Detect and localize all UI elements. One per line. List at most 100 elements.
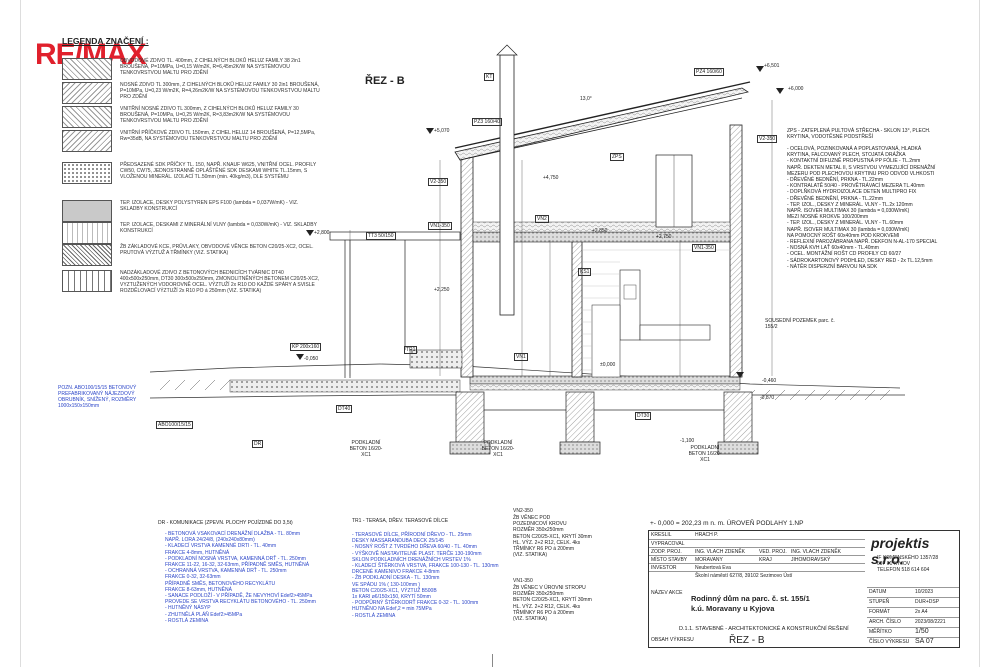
meta-value: 2023/08/2221 xyxy=(915,619,946,625)
note-line: TELEFON 518 614 604 xyxy=(877,567,930,573)
legend-swatch xyxy=(62,270,112,292)
meta-value: 1/50 xyxy=(915,628,929,635)
legend-text: TEP. IZOLACE, DESKAMI Z MINERÁLNÍ VLNY (… xyxy=(120,222,317,234)
level-eave: +6,000 xyxy=(788,86,804,92)
note-line: IF KOMENSKÉHO 1357/28 xyxy=(877,555,939,561)
label-dr: DR xyxy=(252,440,264,448)
note-line: - ZHUTNĚLÁ PLÁŇ Edef2>45MPa xyxy=(165,611,243,618)
neighbour-label: SOUSEDNÍ POZEMEK parc. č. 155/2 xyxy=(765,318,835,330)
note-line: PROVEDE SE VRSTVA RECYKLÁTU BETONOVÉHO -… xyxy=(165,599,316,606)
note-line: FRAKCE 4-8mm, HUTNĚNÁ xyxy=(165,549,230,556)
legend-swatch xyxy=(62,222,112,244)
tr1-note-title: TR1 - TERASA, DŘEV. TERASOVÉ DÍLCE xyxy=(352,518,449,524)
level-pergola: +2,800 xyxy=(314,230,330,236)
label-tr1: TR1 xyxy=(404,346,418,354)
legend-text: NADZÁKLADOVÉ ZDIVO Z BETONOVÝCH BEDNICÍC… xyxy=(120,270,320,294)
level-footing: -0,870 xyxy=(760,395,775,401)
meta-label: DATUM xyxy=(869,589,887,595)
label-kt: KT xyxy=(484,73,495,81)
foundation-label-2: PODKLADNÍ BETON 16/20-XC1 xyxy=(481,440,515,458)
note-line: ROZMĚR 350x250mm xyxy=(513,591,564,598)
note-line: VE SPÁDU 1% ( 130-100mm ) xyxy=(352,581,421,588)
note-line: - SÁDROKARTONOVÝ PODHLED, DESKY RED - 2x… xyxy=(787,257,933,264)
title-block-label: VYPRACOVAL xyxy=(651,541,685,547)
meta-label: FORMÁT xyxy=(869,609,891,615)
label-v2-right: V2-350 xyxy=(757,135,778,143)
note-line: 697 01 KYJOV xyxy=(877,561,911,567)
floor-insulation xyxy=(469,383,741,391)
dr-note-title: DR - KOMUNIKACE (ZPEVN. PLOCHY POJÍZDNÉ … xyxy=(158,520,293,526)
note-line: NAPŘ. DEKTEN METAL II, S VRSTVOU VYMEZUJ… xyxy=(787,164,936,171)
meta-row: DATUM 10/2023 xyxy=(867,587,959,595)
legend-text: VNITŘNÍ NOSNÉ ZDIVO TL 300mm, Z CIHELNÝC… xyxy=(120,106,299,124)
meta-value: DUR+DSP xyxy=(915,599,940,605)
legend-swatch xyxy=(62,106,112,128)
title-block-value: MORAVANY xyxy=(695,557,723,563)
note-line: ROZMĚR 350x250mm xyxy=(513,527,564,534)
level-slab: +2,750 xyxy=(656,234,672,240)
note-line: - ŽB PODKLADNÍ DESKA - TL. 130mm xyxy=(352,575,440,582)
level-markers xyxy=(296,66,784,378)
note-line: FRAKCE 0-32, 32-63mm xyxy=(165,574,221,581)
note-line: HL. VÝZ. 2+2 R12, CELK. 4ks xyxy=(513,539,581,546)
level-upper: +4,750 xyxy=(543,175,559,181)
note-line: BETON C20/25-XC1, KRYTÍ 30mm xyxy=(513,597,592,604)
note-line: - KLADECÍ ŠTĚRKOVÁ VRSTVA, FRAKCE 100-13… xyxy=(352,563,499,570)
label-vn1-right: VN1-350 xyxy=(692,244,716,252)
legend-text: ŽB ZÁKLADOVÉ KCE, PRŮVLAKY, OBVODOVÉ VĚN… xyxy=(120,244,314,256)
note-line: NAPŘ. LORA 24/24/8, (240x240x80mm) xyxy=(165,537,255,544)
legend-swatch xyxy=(62,200,112,222)
project-label: NÁZEV AKCE xyxy=(651,590,683,596)
level-reference: +- 0,000 = 202,23 m n. m. ÚROVEŇ PODLAHY… xyxy=(650,520,804,527)
note-line: - ROSTLÁ ZEMINA xyxy=(165,617,209,624)
dimension-lines xyxy=(349,100,773,376)
legend-text: VNITŘNÍ PŘÍČKOVÉ ZDIVO TL 150mm, Z CIHEL… xyxy=(120,130,316,142)
label-pz3: PZ3 160/40 xyxy=(472,118,502,126)
kitchen-counter xyxy=(639,324,711,341)
title-block-label: KRESLIL xyxy=(651,532,672,538)
note-line: - NÁTĚR DISPERZNÍ BARVOU NA SDK xyxy=(787,263,878,270)
note-line: DESKY MASSARANDUBA DECK 25/145 xyxy=(352,538,444,545)
note-line: FRAKCE 11-22, 16-32, 32-63mm, PŘÍPADNĚ S… xyxy=(165,562,310,569)
meta-value: 10/2023 xyxy=(915,589,934,595)
title-block-row: VYPRACOVAL xyxy=(649,539,865,547)
legend-title: LEGENDA ZNAČENÍ : xyxy=(62,36,149,46)
label-ks1: KS1 xyxy=(578,268,592,276)
meta-row: MĚŘÍTKO 1/50 xyxy=(867,627,959,635)
vn1-note-title: VN1-350 xyxy=(513,578,533,584)
section-title: ŘEZ - B xyxy=(365,75,405,87)
note-line: - NOSNÁ KVH LAŤ 60x40mm - TL.40mm xyxy=(787,245,879,252)
label-kp: KP 200x160 xyxy=(290,343,322,351)
note-line: - NOSNÝ ROŠT Z TVRDÉHO DŘEVA 60/40 - TL.… xyxy=(352,544,477,551)
meta-label: ČÍSLO VÝKRESU xyxy=(869,639,910,645)
foundations xyxy=(449,391,759,455)
page-divider xyxy=(492,654,493,667)
legend-text: PŘEDSAZENÉ SDK PŘÍČKY TL. 150, NAPŘ. KNA… xyxy=(120,162,317,180)
note-line: - VÝŠKOVĚ NASTAVITELNÉ PLAST. TERČE 130-… xyxy=(352,550,482,557)
title-block-label2: KRAJ xyxy=(759,557,772,563)
company-logo: projektis s.r.o. xyxy=(871,535,930,567)
chimney xyxy=(499,54,515,316)
title-block-value: Školní náměstí 627/8, 39102 Sezimovo Úst… xyxy=(695,573,793,579)
level-floor2: +2,850 xyxy=(592,228,608,234)
meta-label: MĚŘÍTKO xyxy=(869,629,892,635)
note-line: POZEDNICOVÍ KROVU xyxy=(513,521,567,528)
kitchen-unit xyxy=(619,269,641,341)
note-line: PŘÍPADNĚ SMĚS, BETONOVÉHO RECYKLÁTU xyxy=(165,580,276,587)
label-zps: ZPS xyxy=(610,153,624,161)
ceiling-insulation xyxy=(472,221,731,233)
note-line: - TEP. IZOL., DESKY Z MINERÁL. VLNY - TL… xyxy=(787,220,904,227)
roof-note-title: ZPS - ZATEPLENÁ PULTOVÁ STŘECHA - SKLON … xyxy=(787,128,931,140)
terrace xyxy=(409,349,463,369)
level-terrain: -0,050 xyxy=(304,356,319,362)
label-abo: ABO100/15/15 xyxy=(156,421,193,429)
legend-text: NOSNÉ ZDIVO TL 300mm, Z CIHELNÝCH BLOKŮ … xyxy=(120,82,320,100)
note-line: BETON C20/25-XC1, VÝZTUŽ B500B xyxy=(352,587,437,594)
tr1-notes: - TERASOVÉ DÍLCE, PŘÍRODNÍ DŘEVO - TL. 2… xyxy=(352,532,499,619)
legend-swatch xyxy=(62,130,112,152)
